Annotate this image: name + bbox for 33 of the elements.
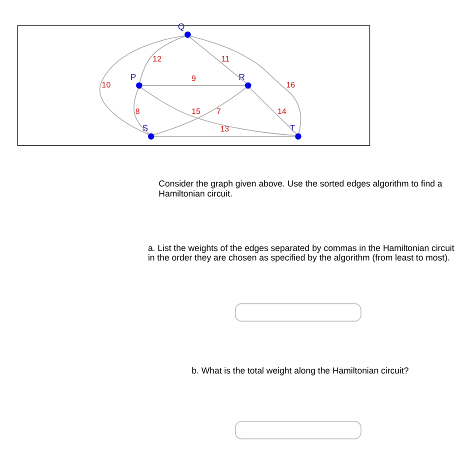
edge-label: 12 (152, 54, 162, 63)
connector (134, 87, 150, 134)
node-circle (184, 31, 191, 38)
label: b. What is the total weight along the Hamiltonian circuit? (192, 364, 409, 375)
connector (249, 87, 297, 134)
connector (142, 84, 246, 86)
label: a. List the weights of the edges separated by commas in the Hamiltonian circuit in the order they are chosen as specified by the algorithm (from least to most). (148, 242, 454, 262)
connector (153, 86, 246, 135)
node-box (234, 420, 362, 439)
cluster (17, 24, 370, 146)
node-label: R (238, 72, 245, 82)
edge-label: 8 (135, 106, 140, 116)
label: Consider the graph given above. Use the sorted edges algorithm to find a Hamiltonian circuit. (158, 178, 442, 198)
edge-label: 16 (286, 80, 296, 90)
edge-label: 11 (221, 54, 230, 63)
node-label: P (130, 72, 136, 82)
node-circle (148, 132, 154, 140)
edge-label: 10 (102, 80, 111, 90)
node-box (234, 302, 362, 322)
node-label: S (142, 122, 148, 133)
connector (189, 36, 247, 84)
connector (100, 34, 186, 135)
edge-label: 13 (220, 124, 230, 134)
connector (139, 35, 186, 82)
node-circle (244, 82, 252, 88)
edge-label: 7 (216, 106, 221, 116)
node-circle (136, 82, 142, 88)
edge-label: 15 (192, 106, 200, 116)
edge-label: 9 (191, 73, 196, 82)
node-circle (295, 132, 302, 140)
edge-label: 14 (277, 106, 286, 116)
connector (190, 35, 302, 134)
connector (140, 86, 296, 136)
